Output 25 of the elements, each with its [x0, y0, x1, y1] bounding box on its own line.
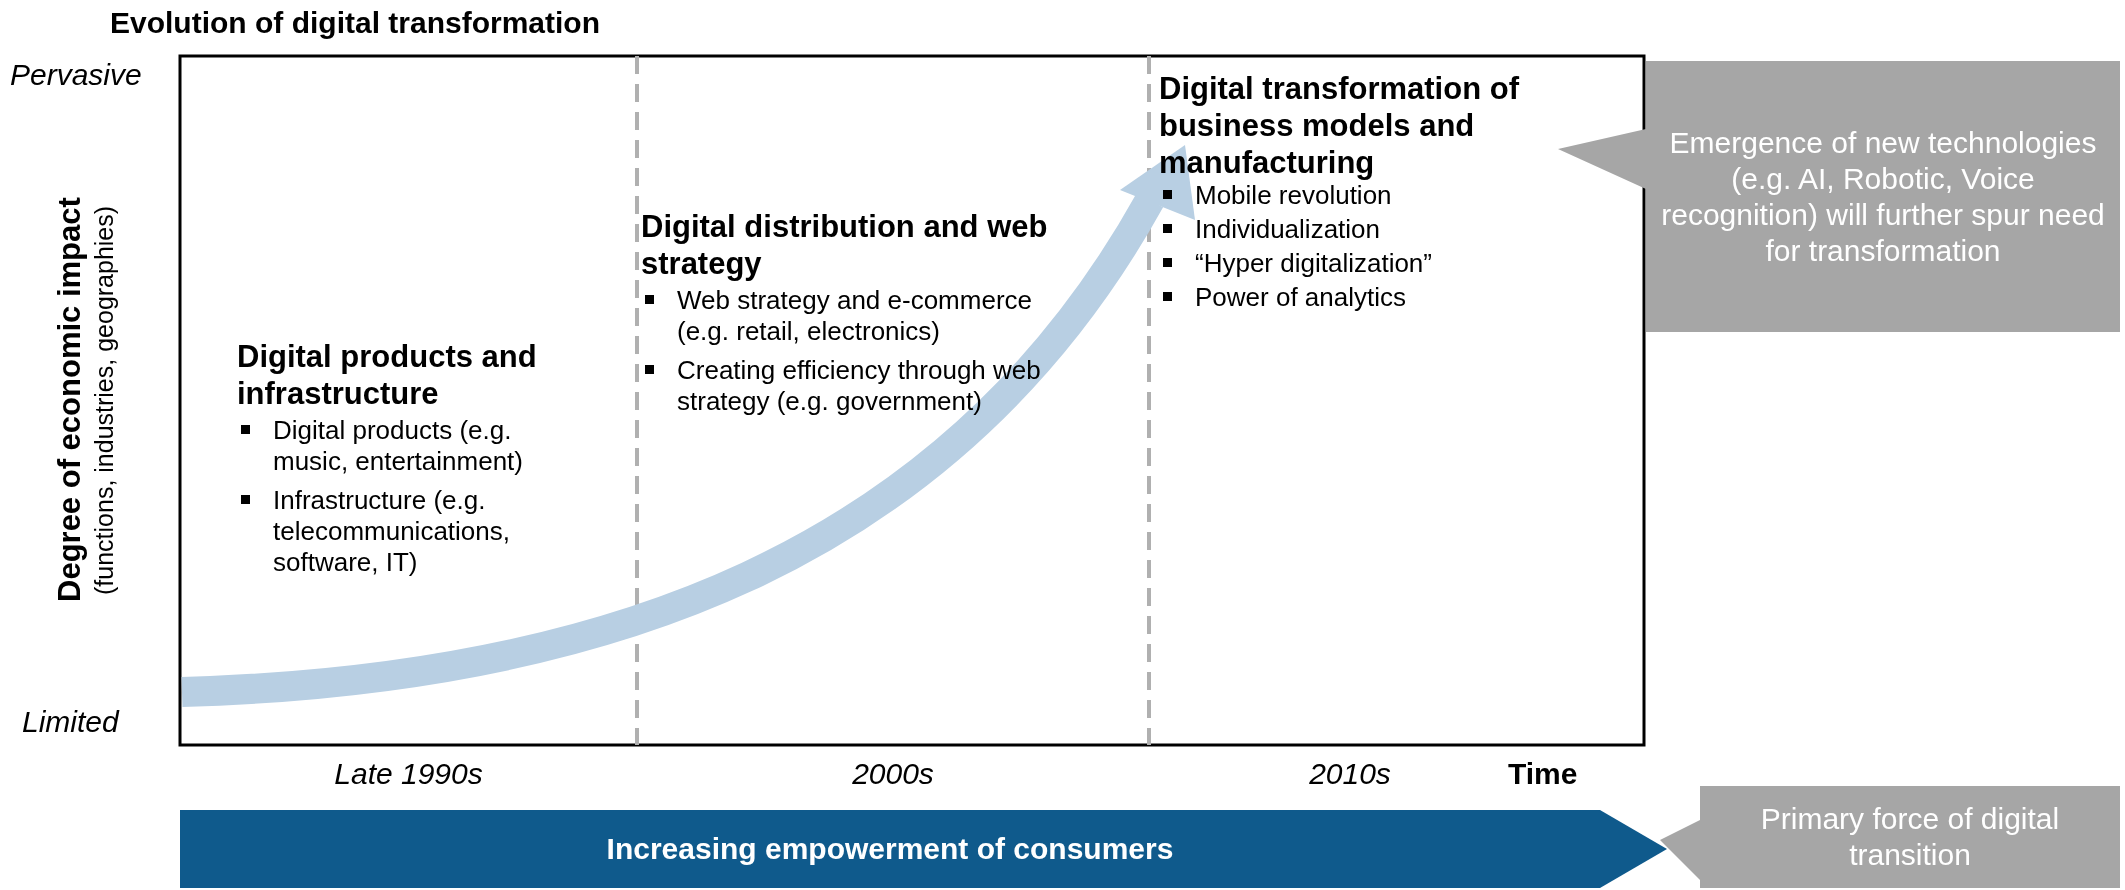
callout-box	[1660, 786, 2120, 888]
callout-box	[1558, 61, 2120, 332]
bullet-item: Infrastructure (e.g. telecommunications, software, IT)	[237, 485, 567, 578]
chart-title: Evolution of digital transformation	[110, 6, 600, 40]
axis-title: Time	[1508, 757, 1578, 791]
axis-title: Degree of economic impact	[52, 196, 88, 605]
callout-text: Primary force of digital transition	[1759, 801, 2061, 873]
time-label: 2000s	[851, 757, 935, 791]
callout-text: Emergence of new technologies (e.g. AI, Robotic, Voice recognition) will further spur need for transformation	[1660, 124, 2106, 269]
time-label: 2010s	[1308, 757, 1392, 791]
banner-text: Increasing empowerment of consumers	[605, 831, 1175, 867]
phase-heading: Digital products and infrastructure	[237, 338, 538, 412]
bullet-item: Creating efficiency through web strategy (e.g. government)	[641, 355, 1081, 417]
bullet-item: Digital products (e.g. music, entertainment)	[237, 415, 567, 477]
axis-label: Pervasive	[10, 58, 142, 92]
axis-subtitle: (functions, industries, geographies)	[90, 204, 119, 597]
phase-heading: Digital transformation of business models and manufacturing	[1159, 70, 1520, 181]
bullet-item: Power of analytics	[1159, 282, 1599, 313]
bullet-item: Mobile revolution	[1159, 180, 1599, 211]
time-label: Late 1990s	[333, 757, 484, 791]
bullet-item: Web strategy and e-commerce (e.g. retail, electronics)	[641, 285, 1081, 347]
bullet-item: “Hyper digitalization”	[1159, 248, 1599, 279]
phase-heading: Digital distribution and web strategy	[641, 208, 1049, 282]
bullet-item: Individualization	[1159, 214, 1599, 245]
axis-label: Limited	[22, 705, 119, 739]
